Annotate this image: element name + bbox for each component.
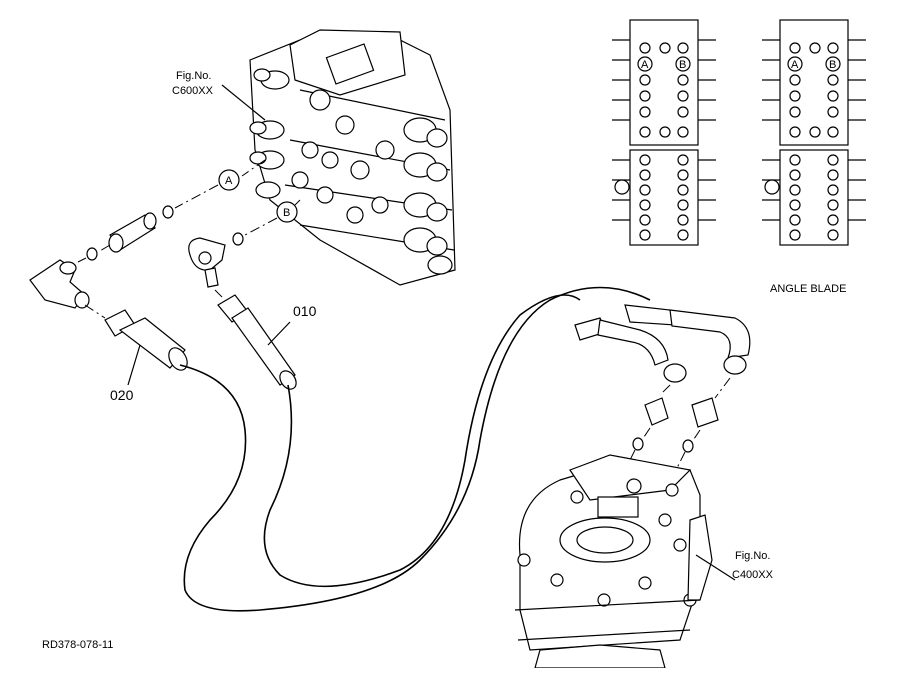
motor-hose-fittings <box>574 304 751 473</box>
schematic2-port-b: B <box>829 59 836 71</box>
port-a-label: A <box>225 175 233 187</box>
valve-schematic-standard: A B <box>612 19 716 246</box>
port-a-callout: A <box>174 159 266 209</box>
fig-motor-line2: C400XX <box>732 569 774 581</box>
adapter-a <box>108 212 157 253</box>
valve-schematic-angle-ports <box>764 42 839 241</box>
valve-schematic-standard-ports <box>614 42 689 241</box>
fig-motor-line1: Fig.No. <box>735 550 770 562</box>
part-020-label: 020 <box>110 387 134 403</box>
drawing-reference: RD378-078-11 <box>42 639 113 651</box>
port-b-callout: B <box>244 199 301 236</box>
part-020-callout: 020 <box>110 344 141 403</box>
part-010-callout: 010 <box>267 303 317 346</box>
schematic1-port-b: B <box>679 59 686 71</box>
swing-motor <box>514 454 713 669</box>
o-ring-b <box>232 232 244 246</box>
elbow-fitting-a <box>29 259 90 309</box>
hose-010-end <box>217 294 297 390</box>
valve-ports <box>249 68 395 224</box>
control-valve-assembly <box>249 29 456 286</box>
elbow-fitting-b <box>188 237 226 288</box>
schematic1-port-a: A <box>641 59 649 71</box>
part-010-label: 010 <box>293 303 317 319</box>
o-ring-a1 <box>162 205 174 219</box>
angle-blade-label: ANGLE BLADE <box>770 283 846 295</box>
fig-callout-valve: Fig.No. C600XX <box>172 70 266 121</box>
hose-routing <box>179 286 651 612</box>
fig-valve-line1: Fig.No. <box>176 70 211 82</box>
spool-ends <box>403 117 453 275</box>
schematic2-port-a: A <box>791 59 799 71</box>
fig-valve-line2: C600XX <box>172 85 214 97</box>
o-ring-a2 <box>86 247 98 261</box>
valve-schematic-angle-blade: A B <box>762 19 866 246</box>
port-b-label: B <box>283 207 290 219</box>
hose-020-end <box>104 309 188 371</box>
fig-callout-motor: Fig.No. C400XX <box>695 550 774 581</box>
